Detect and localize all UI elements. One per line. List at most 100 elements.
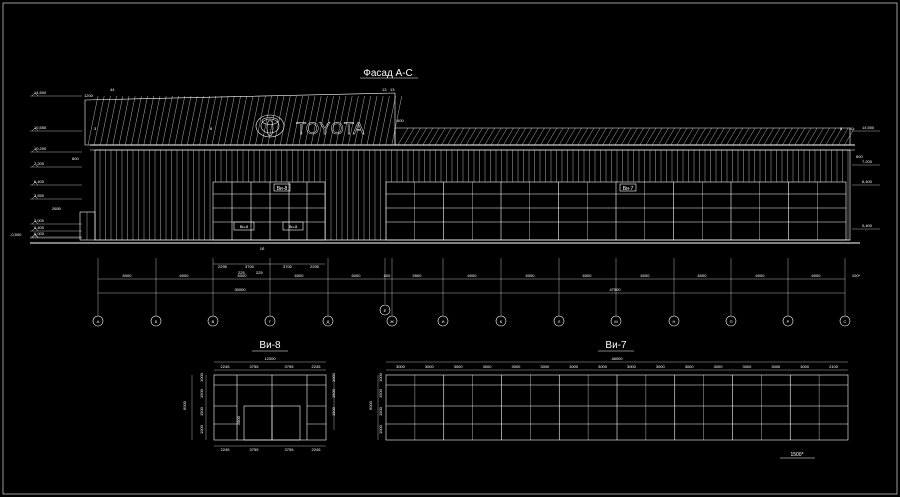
vi8-right-dim-0: 1000 [331,372,336,382]
vi7-left-dim-0: 1000 [378,372,383,382]
vi7-top-dim-0: 3000 [396,364,406,369]
mark-3: 3 [94,126,97,131]
elevation-left-9: -0,500 [10,232,22,237]
elevation-left-1: 10,550 [34,125,47,130]
total-right-dim: 47500 [609,287,621,292]
elevation-right-2: 6,400 [862,179,873,184]
vi8-bottom-dim-2: 3755 [285,447,295,452]
axis-bubble-3: Г [269,319,272,324]
dim-row-1-13: 6000 [812,273,822,278]
axis-bubble-11: Н [673,319,676,324]
vi8-top-dim-1: 3755 [250,364,260,369]
elevation-left-7: 0,400 [34,225,45,230]
vi7-top-dim-15: 2100 [829,364,839,369]
vi7-top-dim-13: 3000 [771,364,781,369]
vi8-top-dim-3: 2245 [312,364,322,369]
axis-bubble-14: С [844,319,847,324]
axis-bubble-5: Е [384,308,387,313]
dim-1200: 1200 [84,93,94,98]
window-mark-2: Ви-8 [289,224,298,229]
dim-row-1-1: 6000 [180,273,190,278]
dim-2650: 2650 [52,206,62,211]
vi8-left-dim-2: 1500 [199,406,204,416]
elevation-right-0: 14,500 [862,125,875,130]
building-elevation: Ви-8 Ви-7 Ви-8 Ви-8 1б TOYOTA [30,92,860,251]
vi7-top-dim-6: 3000 [569,364,579,369]
elevation-left-0: 14,500 [34,90,47,95]
entrance-door-left [79,211,96,241]
vi7-top-dim-2: 3000 [454,364,464,369]
vi7-top-dim-12: 3000 [742,364,752,369]
vi8-width-total: 12000 [264,356,276,361]
panel-label-right: Ви-7 [623,186,634,192]
dim-row-1-11: 6000 [698,273,708,278]
under-dim-6: 225 [256,270,263,275]
under-dim-1: 2295 [218,264,228,269]
showroom-glazing-grid [213,182,325,240]
dim-row-1-7: 6000 [468,273,478,278]
axis-bubble-9: Л [558,319,561,324]
under-dim-3: 3700 [283,264,293,269]
dim-row-1-6: 5500 [413,273,423,278]
axis-bubble-4: Д [327,319,330,324]
vi7-top-dim-10: 3000 [685,364,695,369]
vi7-top-dim-7: 3000 [598,364,608,369]
elevation-right-1: 7,200 [862,159,873,164]
vi8-door-height: 2800 [236,415,241,425]
elevation-marks-right: 14,500 7,200 6,400 0,400 [852,125,880,230]
vi8-title: Ви-8 [259,340,281,351]
vi8-bottom-dim-1: 3755 [250,447,260,452]
axis-bubble-8: К [500,319,503,324]
vi8-left-dim-1: 1500 [199,388,204,398]
axis-bubble-13: Р [787,319,790,324]
vi7-top-dim-5: 3000 [540,364,550,369]
elevation-left-4: 6,400 [34,179,45,184]
elevation-left-3: 7,200 [34,161,45,166]
elevation-left-2: 10,200 [34,146,47,151]
vi8-bottom-dim-3: 2245 [312,447,322,452]
roof-canopy-diagonals [87,95,855,146]
vi7-top-dim-3: 3000 [483,364,493,369]
window-tag-1 [233,221,255,231]
vi8-left-dim-3: 1000 [199,424,204,434]
workshop-glazing-grid [386,182,846,240]
under-dim-2: 3700 [245,264,255,269]
elevation-left-8: 0,000 [34,231,45,236]
vi7-left-dim-2: 1500 [378,406,383,416]
dim-row-1-9: 6000 [583,273,593,278]
dim-600-left: 600 [72,156,79,161]
elevation-left-5: 3,550 [34,193,45,198]
window-tag-2 [282,221,304,231]
panel-tag-right [619,183,637,192]
axis-bubble-2: В [212,319,215,324]
axis-bubble-12: П [730,319,733,324]
vi8-panel [213,374,327,441]
mark-44: 44 [110,87,115,92]
vi7-panel-grid [386,375,848,440]
axis-bubble-10: М [614,319,617,324]
facade-vertical-ribs [99,150,849,240]
mark-8a: 8 [210,126,213,131]
total-left-dim: 30000 [234,287,246,292]
vi8-top-dim-0: 2245 [221,364,231,369]
vi8-right-dim-2: 1500 [331,406,336,416]
elevation-right-3: 0,400 [862,223,873,228]
vi8-left-dim-0: 1000 [199,372,204,382]
dim-row-1-2: 6000 [238,273,248,278]
vi8-right-dim-1: 1500 [331,388,336,398]
scale-note: 1500* [790,452,803,458]
elevation-left-6: 3,000 [34,218,45,223]
dim-row-1-8: 6000 [526,273,536,278]
axis-bubble-1: Б [155,319,158,324]
dim-row-1-3: 6000 [295,273,305,278]
axis-bubble-7: И [442,319,445,324]
dim-row-1-4: 6000 [352,273,362,278]
vi8-height-total: 6000 [182,400,187,410]
vi7-top-dim-8: 3000 [627,364,637,369]
